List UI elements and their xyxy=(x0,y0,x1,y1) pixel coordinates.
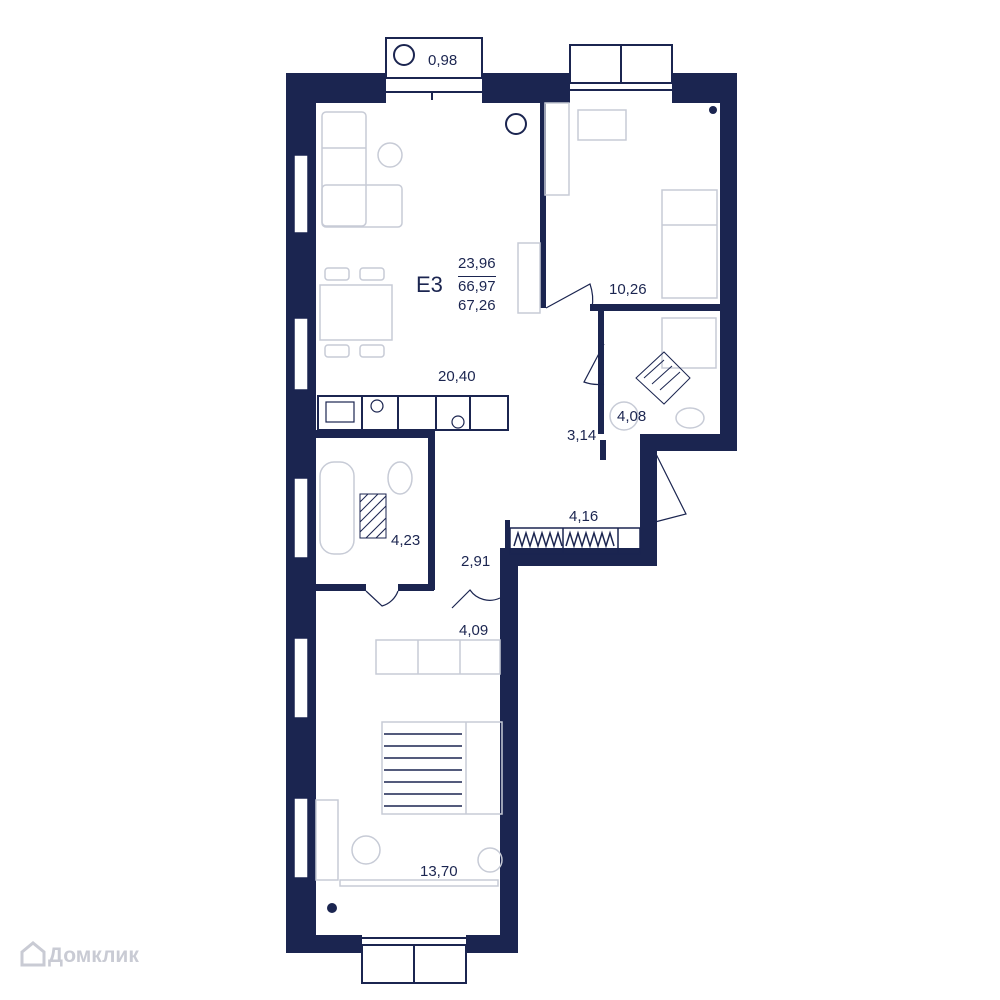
total-area-with-balcony: 67,26 xyxy=(458,297,496,314)
kids-bedroom-area: 10,26 xyxy=(609,281,647,298)
kids-window xyxy=(569,44,673,91)
bottom-window xyxy=(361,937,467,984)
balcony-area: 0,98 xyxy=(428,52,458,69)
shower-room-area: 4,08 xyxy=(617,408,647,425)
door-swings xyxy=(365,283,687,609)
corridor-area: 2,91 xyxy=(461,553,491,570)
bathroom-area: 4,23 xyxy=(391,532,421,549)
apartment-type-code: E3 xyxy=(416,272,443,297)
watermark-text: Домклик xyxy=(48,944,139,967)
plants xyxy=(327,44,717,913)
home-icon xyxy=(20,941,46,967)
interior-walls xyxy=(316,103,737,591)
total-area: 66,97 xyxy=(458,276,496,295)
furniture xyxy=(315,102,718,887)
kitchen-living-area: 20,40 xyxy=(438,368,476,385)
entry-hall-area: 4,16 xyxy=(569,508,599,525)
kitchen-counter xyxy=(317,395,509,431)
outer-walls xyxy=(286,73,737,953)
bath-mat xyxy=(359,493,387,539)
master-bedroom-area: 13,70 xyxy=(420,863,458,880)
entry-wardrobe xyxy=(509,527,641,555)
hallway-corridor-area: 3,14 xyxy=(567,427,597,444)
shower-mat xyxy=(635,351,691,405)
living-area: 23,96 xyxy=(458,255,496,272)
balcony xyxy=(385,37,483,100)
left-windows xyxy=(293,154,309,879)
wardrobe-area: 4,09 xyxy=(459,622,489,639)
bed-stripes xyxy=(384,733,462,807)
